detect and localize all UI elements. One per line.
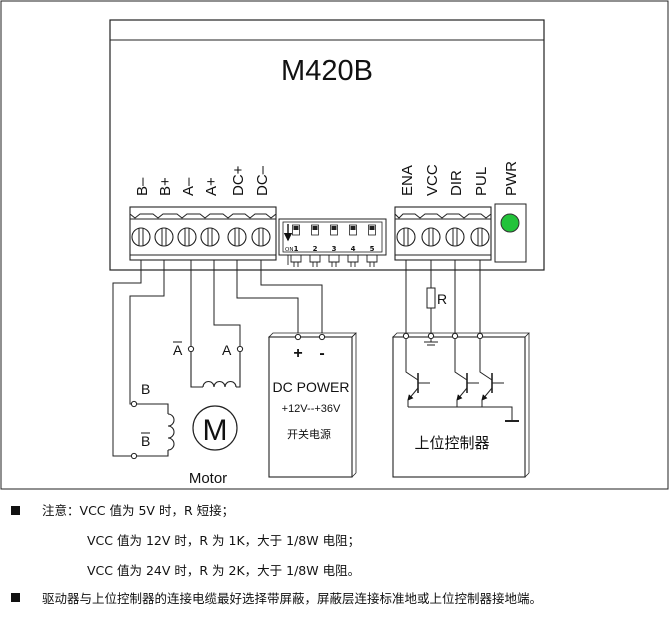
left-terminal-label-4: A+: [203, 177, 220, 196]
dip-switch-1[interactable]: 1: [292, 224, 300, 253]
phase-b-bar-label: B: [141, 433, 150, 449]
left-terminal-screw-1: [131, 227, 151, 247]
motor-power-terminal-block: [129, 206, 277, 261]
motor-symbol-letter: M: [203, 414, 228, 447]
note-prefix: 注意：VCC 值为 5V 时，R 短接；: [42, 500, 234, 519]
note-line-3: VCC 值为 24V 时，R 为 2K，大于 1/8W 电阻。: [87, 563, 361, 578]
right-terminal-label-2: VCC: [424, 164, 441, 196]
note-bullet-2: [11, 593, 20, 602]
left-terminal-screw-6: [251, 227, 271, 247]
power-voltage: +12V--+36V: [282, 403, 341, 415]
motor-label: Motor: [189, 470, 227, 487]
control-terminal-block: [394, 206, 492, 261]
note-prefix-text: 注意：: [42, 503, 80, 518]
note-line-2: VCC 值为 12V 时，R 为 1K，大于 1/8W 电阻；: [87, 533, 361, 548]
phase-a-bar-label: A: [173, 342, 183, 358]
right-terminal-label-4: PUL: [473, 167, 490, 196]
power-led-indicator: [500, 213, 520, 233]
dip-switch-5[interactable]: 5: [368, 224, 376, 253]
motor-nodes: [130, 345, 244, 460]
left-terminal-label-3: A–: [180, 177, 197, 196]
power-plus-label: +: [293, 345, 302, 362]
power-type: 开关电源: [287, 427, 331, 441]
power-led-block: PWR: [494, 161, 527, 263]
left-terminal-screw-3: [177, 227, 197, 247]
dip-pin-1: [290, 255, 302, 267]
dip-pin-3: [328, 255, 340, 267]
right-terminal-label-3: DIR: [448, 170, 465, 196]
dip-pin-5: [366, 255, 378, 267]
controller-nodes: [402, 332, 484, 340]
controller-title: 上位控制器: [414, 434, 489, 452]
transistor-1: [405, 370, 430, 407]
dip-on-label: ON: [285, 247, 293, 253]
motor-coils: [137, 351, 241, 457]
transistor-outputs: [405, 370, 504, 407]
dip-switch-3[interactable]: 3: [330, 224, 338, 253]
right-terminal-screw-2: [421, 227, 441, 247]
pwr-label: PWR: [503, 161, 520, 196]
right-terminal-screw-3: [445, 227, 465, 247]
driver-module: M420B: [109, 19, 545, 271]
driver-model: M420B: [281, 55, 373, 87]
controller-ground: [408, 406, 519, 422]
dip-pin-4: [347, 255, 359, 267]
left-terminal-label-6: DC–: [254, 165, 271, 196]
phase-labels: A A B B: [141, 341, 232, 449]
right-terminal-screw-4: [470, 227, 490, 247]
power-minus-label: -: [319, 345, 324, 362]
transistor-3: [479, 370, 504, 407]
left-terminal-screw-5: [227, 227, 247, 247]
left-terminal-label-2: B+: [157, 177, 174, 196]
dip-position-label-2: 2: [313, 245, 318, 253]
note-bullet-1: [11, 506, 20, 515]
motor-symbol: M Motor: [189, 405, 238, 487]
transistor-2: [454, 370, 479, 407]
phase-b-label: B: [141, 381, 150, 397]
diagram-border: [0, 0, 669, 490]
left-terminal-label-1: B–: [134, 177, 151, 196]
dc-power-supply: + - DC POWER +12V--+36V 开关电源: [268, 332, 357, 478]
host-controller: 上位控制器: [392, 332, 530, 478]
left-terminal-screw-4: [200, 227, 220, 247]
right-terminal-label-1: ENA: [399, 165, 416, 196]
dip-switch: ON 1 2 3 4 5: [278, 218, 387, 267]
dip-position-label-4: 4: [351, 245, 356, 253]
resistor-label: R: [437, 291, 447, 307]
dip-switch-4[interactable]: 4: [349, 224, 357, 253]
dip-position-label-3: 3: [332, 245, 337, 253]
dip-position-label-5: 5: [370, 245, 375, 253]
dip-switch-2[interactable]: 2: [311, 224, 319, 253]
phase-a-label: A: [222, 342, 232, 358]
dip-position-label-1: 1: [294, 245, 299, 253]
dip-pin-2: [309, 255, 321, 267]
power-title: DC POWER: [273, 379, 350, 395]
control-wiring: [405, 260, 481, 370]
left-terminal-screw-2: [154, 227, 174, 247]
left-terminal-label-5: DC+: [230, 165, 247, 196]
cable-note: 驱动器与上位控制器的连接电缆最好选择带屏蔽，屏蔽层连接标准地或上位控制器接地端。: [42, 591, 543, 606]
note-line-1: VCC 值为 5V 时，R 短接；: [79, 503, 235, 518]
right-terminal-screw-1: [396, 227, 416, 247]
